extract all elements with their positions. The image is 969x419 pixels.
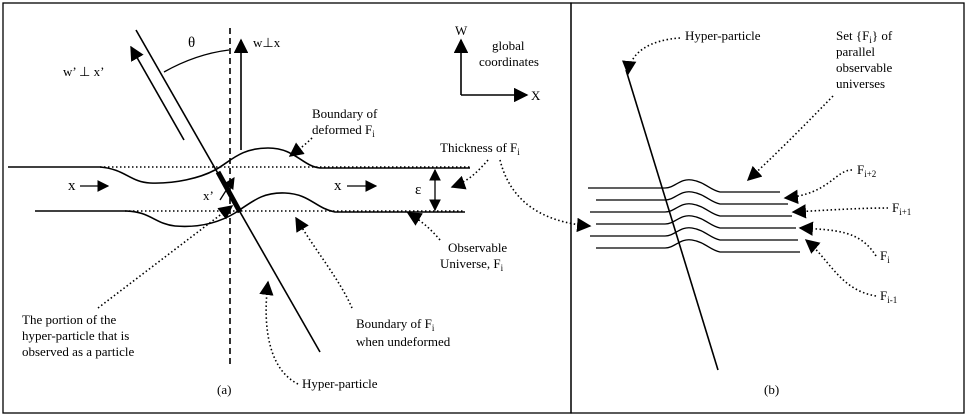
f-label-i2: Fi+2 <box>857 162 876 179</box>
universe-line-4 <box>596 215 796 229</box>
hyper-particle-pointer-b <box>622 37 681 76</box>
thickness-pointer <box>450 159 489 190</box>
f-pointer-i2 <box>783 169 853 205</box>
universe-line-6 <box>596 239 800 253</box>
global-line1: global <box>492 38 525 53</box>
epsilon-label: ε <box>415 182 421 198</box>
set-pointer <box>746 95 834 181</box>
portion-label-2: hyper-particle that is <box>22 328 129 343</box>
theta-arc <box>163 49 230 73</box>
global-line2: coordinates <box>479 54 539 69</box>
undeformed-label-2: when undeformed <box>356 334 451 349</box>
portion-label-3: observed as a particle <box>22 344 134 359</box>
f-label-im1: Fi-1 <box>880 288 897 305</box>
hyper-particle-pointer-a <box>259 280 299 385</box>
w-prime-perp-x-prime-label: w’ ⊥ x’ <box>63 64 104 79</box>
boundary-deformed-label: Boundary of <box>312 106 378 121</box>
thickness-to-panel-b-pointer <box>499 159 592 233</box>
set-label-1: Set {Fi} of <box>836 28 893 45</box>
set-label-2: parallel <box>836 44 875 59</box>
theta-label: θ <box>188 35 195 51</box>
observable-label: Observable <box>448 240 507 255</box>
observed-portion-segment <box>215 170 243 214</box>
global-x-label: X <box>531 88 541 103</box>
w-perp-x-label: w⊥x <box>253 35 281 50</box>
f-label-i1: Fi+1 <box>892 200 911 217</box>
upper-boundary-deformed <box>8 147 470 184</box>
undeformed-label-1: Boundary of Fi <box>356 316 435 333</box>
caption-a: (a) <box>217 382 231 397</box>
universe-line-5 <box>590 227 798 241</box>
observable-pointer <box>406 212 441 241</box>
universe-line-2 <box>596 191 788 205</box>
caption-b: (b) <box>764 382 779 397</box>
hyper-particle-label-a: Hyper-particle <box>302 376 378 391</box>
lower-boundary-deformed <box>35 192 465 228</box>
x-label-left: x <box>68 178 76 194</box>
boundary-deformed-label-2: deformed Fi <box>312 122 375 139</box>
w-prime-arrow <box>130 45 185 141</box>
set-label-3: observable <box>836 60 893 75</box>
observable-label-2: Universe, Fi <box>440 256 504 273</box>
boundary-deformed-pointer <box>288 137 313 157</box>
set-label-4: universes <box>836 76 885 91</box>
portion-pointer <box>97 205 234 309</box>
portion-label-1: The portion of the <box>22 312 116 327</box>
hyper-particle-label-b: Hyper-particle <box>685 28 761 43</box>
x-prime-arrow <box>219 177 235 201</box>
universe-line-1 <box>588 179 780 193</box>
f-pointer-im1 <box>804 239 877 297</box>
x-prime-label: x’ <box>203 188 214 203</box>
undeformed-pointer <box>295 216 353 309</box>
f-pointer-i <box>798 221 877 257</box>
x-label-right: x <box>334 178 342 194</box>
panel-b-frame <box>570 2 965 414</box>
f-label-i: Fi <box>880 248 890 265</box>
f-pointer-i1 <box>791 204 889 219</box>
hyper-particle-line-b <box>625 69 719 371</box>
universe-line-3 <box>590 203 792 217</box>
global-w-label: W <box>455 23 468 38</box>
thickness-label: Thickness of Fi <box>440 140 520 157</box>
